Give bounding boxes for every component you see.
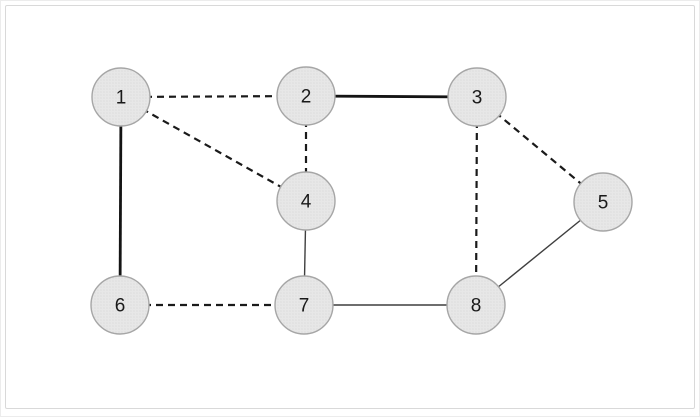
node-label-5: 5 — [598, 193, 609, 214]
node-label-1: 1 — [116, 88, 127, 109]
node-circle-7 — [274, 275, 334, 335]
node-label-6: 6 — [115, 296, 126, 317]
graph-edge-1-4 — [120, 96, 307, 202]
node-circle-1 — [91, 67, 151, 127]
graph-node-4: 4 — [276, 171, 336, 231]
node-label-3: 3 — [472, 88, 483, 109]
node-circle-6 — [90, 275, 150, 335]
nodes-layer: 1 2 3 4 5 6 7 8 — [90, 66, 633, 335]
node-circle-2 — [276, 66, 336, 126]
node-label-2: 2 — [301, 87, 312, 108]
edges-layer — [118, 94, 604, 307]
node-circle-8 — [446, 275, 506, 335]
node-circle-3 — [447, 67, 507, 127]
node-label-4: 4 — [301, 192, 312, 213]
graph-node-1: 1 — [91, 67, 151, 127]
graph-node-8: 8 — [446, 275, 506, 335]
graph-edge-1-2 — [120, 94, 307, 99]
node-circle-5 — [573, 172, 633, 232]
graph-node-6: 6 — [90, 275, 150, 335]
graph-edge-1-6 — [118, 96, 123, 306]
graph-node-3: 3 — [447, 67, 507, 127]
node-label-7: 7 — [299, 296, 310, 317]
graph-node-5: 5 — [573, 172, 633, 232]
node-label-8: 8 — [471, 296, 482, 317]
graph-edge-3-8 — [474, 96, 479, 306]
graph-node-2: 2 — [276, 66, 336, 126]
node-circle-4 — [276, 171, 336, 231]
graph-node-7: 7 — [274, 275, 334, 335]
